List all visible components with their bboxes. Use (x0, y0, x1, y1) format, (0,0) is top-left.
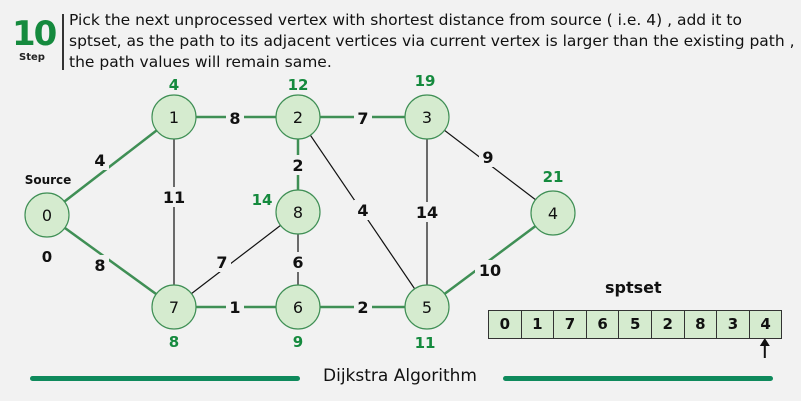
edge-weight-2-5: 4 (357, 201, 368, 220)
sptset-cell: 1 (521, 311, 555, 338)
footer-line-right (503, 376, 773, 381)
label-bg (479, 147, 497, 167)
step-label: Step (19, 52, 45, 63)
pointer-arrowhead-icon (759, 338, 770, 346)
edge-weight-8-6: 6 (292, 253, 303, 272)
vertex-label-3: 3 (422, 108, 432, 127)
vertex-0 (24, 192, 70, 238)
label-bg (91, 255, 109, 275)
vertex-label-6: 6 (293, 298, 303, 317)
vertex-label-0: 0 (42, 206, 52, 225)
label-bg (226, 108, 244, 128)
vertex-label-2: 2 (293, 108, 303, 127)
vertex-7 (151, 284, 197, 330)
label-bg (475, 260, 505, 280)
sptset-cell: 8 (684, 311, 718, 338)
divider (62, 14, 64, 70)
label-bg (289, 252, 307, 272)
vertex-4 (530, 190, 576, 236)
vertex-6 (275, 284, 321, 330)
sptset-title: sptset (605, 278, 662, 297)
vertex-label-1: 1 (169, 108, 179, 127)
edge-0-1 (46, 116, 175, 216)
vertex-label-7: 7 (169, 298, 179, 317)
distance-label-1: 4 (169, 76, 179, 94)
edge-weight-6-5: 2 (357, 298, 368, 317)
vertex-8 (275, 189, 321, 235)
label-bg (226, 297, 244, 317)
edge-weight-7-8: 7 (216, 253, 227, 272)
vertex-1 (151, 94, 197, 140)
label-bg (412, 202, 442, 222)
label-bg (354, 108, 372, 128)
sptset-cell: 6 (586, 311, 620, 338)
label-bg (354, 297, 372, 317)
edge-weight-7-6: 1 (229, 298, 240, 317)
sptset-cell: 2 (651, 311, 685, 338)
footer-line-left (30, 376, 300, 381)
vertex-3 (404, 94, 450, 140)
source-label: Source (25, 173, 72, 187)
vertex-label-5: 5 (422, 298, 432, 317)
distance-label-4: 21 (543, 168, 564, 186)
edge-weight-2-8: 2 (292, 156, 303, 175)
label-bg (354, 200, 372, 220)
label-bg (289, 155, 307, 175)
step-description: Pick the next unprocessed vertex with sh… (69, 11, 795, 71)
sptset-cell: 3 (717, 311, 750, 338)
edge-weight-0-1: 4 (94, 151, 105, 170)
distance-label-0: 0 (42, 248, 52, 266)
distance-label-6: 9 (293, 333, 303, 351)
step-number: 10 (12, 14, 57, 54)
label-bg (91, 150, 109, 170)
edge-weight-3-4: 9 (482, 148, 493, 167)
edge-weight-0-7: 8 (94, 256, 105, 275)
label-bg (213, 252, 231, 272)
sptset-cell: 0 (489, 311, 522, 338)
distance-label-7: 8 (169, 333, 179, 351)
edge-weight-5-4: 10 (479, 261, 501, 280)
distance-label-8: 14 (252, 191, 273, 209)
edge-weight-3-5: 14 (416, 203, 438, 222)
vertex-5 (404, 284, 450, 330)
footer-title: Dijkstra Algorithm (323, 366, 477, 386)
vertex-label-8: 8 (293, 203, 303, 222)
sptset-cell: 4 (749, 311, 782, 338)
edge-weight-2-3: 7 (357, 109, 368, 128)
sptset-cell: 7 (554, 311, 587, 338)
vertex-2 (275, 94, 321, 140)
label-bg (159, 187, 189, 207)
sptset-cell: 5 (619, 311, 652, 338)
vertex-label-4: 4 (548, 204, 558, 223)
edge-0-7 (46, 213, 175, 309)
distance-label-5: 11 (415, 334, 436, 352)
edge-weight-1-7: 11 (163, 188, 185, 207)
edge-7-8 (173, 211, 299, 308)
distance-label-3: 19 (415, 72, 436, 90)
edge-weight-1-2: 8 (229, 109, 240, 128)
distance-label-2: 12 (288, 76, 309, 94)
